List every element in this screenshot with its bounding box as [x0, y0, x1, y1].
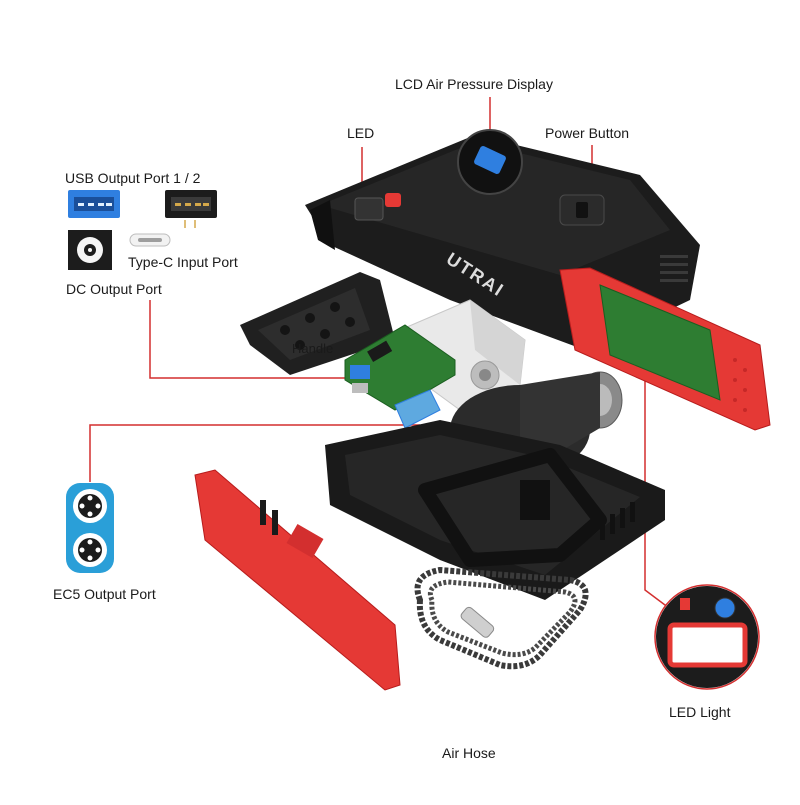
red-grip	[286, 523, 324, 559]
led-light-inset	[654, 584, 760, 690]
air-hose	[414, 566, 589, 670]
usb-port-on-pcb	[350, 365, 370, 379]
led-module	[354, 197, 384, 221]
hose-nozzle	[460, 606, 495, 638]
label-typec-input-port: Type-C Input Port	[128, 254, 238, 270]
label-led-light: LED Light	[669, 704, 731, 720]
power-switch	[576, 202, 588, 218]
ec5-connector-block	[394, 389, 441, 429]
label-usb-output-port: USB Output Port 1 / 2	[65, 170, 201, 186]
left-cover	[194, 469, 401, 691]
right-cover	[559, 267, 771, 431]
label-air-hose: Air Hose	[442, 745, 496, 761]
label-ec5-output-port: EC5 Output Port	[53, 586, 156, 602]
leader-dc	[149, 300, 345, 379]
led-button	[385, 193, 401, 207]
usb-port-icon	[68, 190, 120, 218]
usb-port-icon	[165, 190, 217, 228]
usb-c-port-icon	[129, 233, 171, 247]
handle-part	[240, 272, 395, 375]
ec5-port-icon	[66, 483, 114, 573]
label-handle: Handle	[292, 341, 334, 356]
dc-port-icon	[68, 230, 112, 270]
label-dc-output-port: DC Output Port	[66, 281, 162, 297]
label-led: LED	[347, 125, 375, 141]
leader-ec5	[89, 424, 420, 482]
lcd-screen	[474, 146, 506, 174]
bottom-shell	[325, 420, 665, 600]
label-lcd-air-pressure-display: LCD Air Pressure Display	[395, 76, 553, 92]
label-power-button: Power Button	[545, 125, 630, 141]
main-pcb	[344, 324, 456, 429]
led-light-bar	[667, 622, 748, 668]
